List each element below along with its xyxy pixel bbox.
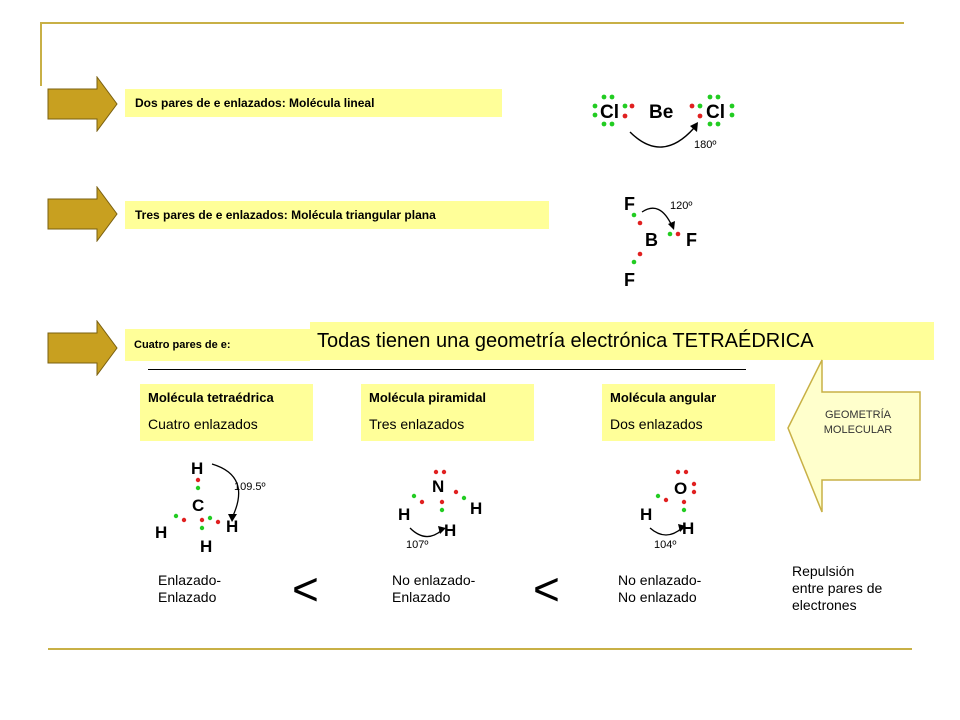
repulsion-line: Repulsión (792, 563, 855, 579)
card-subtitle: Dos enlazados (610, 416, 703, 432)
card-angular: Molécula angular Dos enlazados (602, 384, 775, 441)
row-label-box: Tres pares de e enlazados: Molécula tria… (125, 201, 549, 229)
card-title: Molécula piramidal (369, 390, 487, 405)
atom-h: H (155, 523, 167, 542)
row-label-box: Cuatro pares de e: (125, 329, 310, 361)
angle-arc (649, 527, 683, 536)
angle-arc (409, 527, 443, 538)
bf3-molecule: F B F F 120º (624, 194, 697, 290)
left-arrow-icon (787, 359, 921, 513)
atom-h: H (470, 499, 482, 518)
angle-label: 104º (654, 539, 676, 551)
atom-h: H (191, 459, 203, 478)
becl2-molecule: Cl Be Cl 180º (592, 94, 735, 151)
electron-dots (173, 477, 221, 531)
geometry-molecular-label: GEOMETRÍA MOLECULAR (806, 408, 910, 438)
atom-h: H (640, 505, 652, 524)
electron-dots (411, 469, 467, 513)
caption-line: No enlazado- (618, 572, 702, 588)
atom-h: H (226, 517, 238, 536)
right-arrow-icon (47, 76, 118, 132)
h2o-molecule: O H H 104º (640, 469, 697, 551)
caption-line: No enlazado (618, 589, 697, 605)
atom-cl: Cl (600, 102, 619, 123)
row-label-box: Dos pares de e enlazados: Molécula linea… (125, 89, 502, 117)
caption-line: No enlazado- (392, 572, 476, 588)
row-label: Tres pares de e enlazados: Molécula tria… (135, 208, 436, 222)
caption-bonded-bonded: Enlazado- Enlazado (158, 572, 278, 606)
electron-dots (592, 94, 735, 127)
card-tetrahedral: Molécula tetraédrica Cuatro enlazados (140, 384, 313, 441)
caption-line: Enlazado (158, 589, 217, 605)
repulsion-line: electrones (792, 597, 857, 613)
atom-n: N (432, 477, 444, 496)
atom-f: F (624, 270, 635, 290)
card-pyramidal: Molécula piramidal Tres enlazados (361, 384, 534, 441)
headline: Todas tienen una geometría electrónica T… (317, 330, 814, 352)
caption-line: Enlazado (392, 589, 451, 605)
atom-f: F (686, 230, 697, 250)
atom-b: B (645, 230, 658, 250)
atom-c: C (192, 496, 204, 515)
electron-dots (631, 212, 681, 265)
atom-f: F (624, 194, 635, 214)
caption-line: Enlazado- (158, 572, 222, 588)
row-label: Cuatro pares de e: (134, 339, 231, 351)
atom-h: H (682, 519, 694, 538)
separator-line (148, 369, 746, 370)
atom-h: H (398, 505, 410, 524)
caption-nonbonded-nonbonded: No enlazado- No enlazado (618, 572, 738, 606)
electron-dots (655, 469, 697, 513)
bottom-rule (48, 648, 912, 650)
atom-o: O (674, 479, 687, 498)
atom-h: H (200, 537, 212, 556)
right-arrow-icon (47, 186, 118, 242)
headline-box: Todas tienen una geometría electrónica T… (310, 322, 934, 360)
angle-label: 107º (406, 539, 428, 551)
atom-be: Be (649, 102, 673, 123)
card-title: Molécula tetraédrica (148, 390, 274, 405)
repulsion-label: Repulsión entre pares de electrones (792, 563, 922, 614)
row-label: Dos pares de e enlazados: Molécula linea… (135, 96, 375, 110)
atom-cl: Cl (706, 102, 725, 123)
less-than-sign: < (533, 563, 560, 615)
card-subtitle: Cuatro enlazados (148, 416, 258, 432)
right-arrow-icon (47, 320, 118, 376)
angle-label: 109.5º (234, 481, 266, 493)
angle-arc (629, 127, 695, 148)
geometry-line: GEOMETRÍA (824, 409, 891, 421)
left-rule (40, 22, 42, 86)
angle-arc (211, 463, 240, 519)
nh3-molecule: N H H H 107º (398, 469, 482, 551)
geometry-line: MOLECULAR (823, 424, 893, 436)
card-title: Molécula angular (610, 390, 717, 405)
caption-nonbonded-bonded: No enlazado- Enlazado (392, 572, 512, 606)
less-than-sign: < (292, 563, 319, 615)
angle-label: 180º (694, 139, 716, 151)
top-rule (40, 22, 904, 24)
angle-arc (641, 207, 673, 227)
atom-h: H (444, 521, 456, 540)
angle-label: 120º (670, 200, 692, 212)
card-subtitle: Tres enlazados (369, 416, 465, 432)
ch4-molecule: H C H H H 109.5º (155, 459, 266, 556)
repulsion-line: entre pares de (792, 580, 883, 596)
